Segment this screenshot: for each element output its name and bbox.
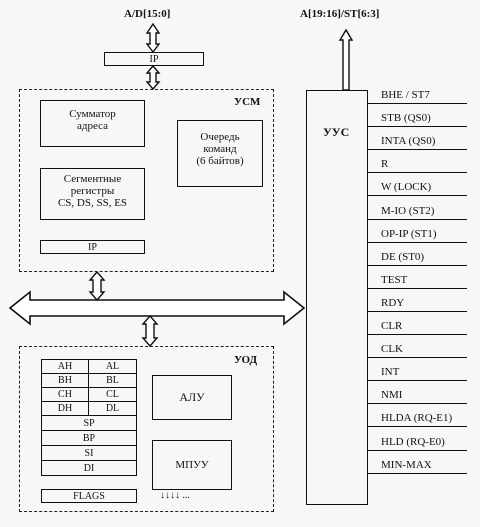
uod-title: УОД	[234, 354, 258, 366]
signal-label: HLDA (RQ-E1)	[381, 412, 453, 425]
signal-line	[367, 241, 467, 243]
queue-line3: (6 байтов)	[196, 155, 244, 167]
mpuu: МПУУ	[152, 440, 232, 490]
signal-line	[367, 380, 467, 382]
signal-line	[367, 264, 467, 266]
signal-line	[367, 472, 467, 474]
signal-label: CLK	[381, 343, 403, 356]
reg-bl: BL	[88, 373, 137, 388]
signal-label: W (LOCK)	[381, 181, 432, 194]
signal-label: NMI	[381, 389, 403, 402]
instruction-queue: Очередь команд (6 байтов)	[177, 120, 263, 187]
usm-block	[19, 89, 274, 272]
internal-bus-arrow	[8, 290, 306, 326]
bus-uod-arrow	[141, 314, 159, 348]
queue-line2: команд	[203, 143, 237, 155]
reg-dh: DH	[41, 401, 89, 416]
signal-label: CLR	[381, 320, 403, 332]
signal-line	[367, 310, 467, 312]
alu: АЛУ	[152, 375, 232, 420]
seg-line1: Сегментные	[63, 173, 122, 185]
signal-label: INT	[381, 366, 400, 379]
address-adder: Сумматор адреса	[40, 100, 145, 147]
signal-line	[367, 126, 467, 128]
ip-register-label: IP	[88, 241, 97, 253]
ip-buffer: IP	[104, 52, 204, 66]
signal-line	[367, 195, 467, 197]
uus-title: УУС	[323, 125, 350, 139]
signal-label: RDY	[381, 296, 405, 309]
seg-line2: регистры	[70, 185, 115, 197]
uod-block	[19, 346, 274, 512]
signal-line	[367, 426, 467, 428]
reg-al: AL	[88, 359, 137, 374]
segment-registers: Сегментные регистры CS, DS, SS, ES	[40, 168, 145, 220]
reg-ah: AH	[41, 359, 89, 374]
signal-line	[367, 449, 467, 451]
adder-line1: Сумматор	[69, 108, 116, 120]
signal-label: MIN-MAX	[381, 458, 432, 471]
reg-si: SI	[41, 445, 137, 461]
ad-bus-arrow	[145, 22, 161, 54]
signal-label: INTA (QS0)	[381, 135, 436, 148]
queue-line1: Очередь	[200, 131, 240, 143]
reg-bh: BH	[41, 373, 89, 388]
signal-label: OP-IP (ST1)	[381, 227, 437, 240]
signal-line	[367, 357, 467, 359]
signal-label: R	[381, 158, 389, 171]
addr-status-bus-label: A[19:16]/ST[6:3]	[300, 8, 380, 20]
reg-dl: DL	[88, 401, 137, 416]
reg-sp: SP	[41, 415, 137, 431]
addr-bus-arrow	[338, 28, 354, 91]
seg-line3: CS, DS, SS, ES	[57, 197, 128, 209]
signal-line	[367, 287, 467, 289]
mpuu-outputs: ↓↓↓↓ ...	[160, 490, 190, 501]
ip-usm-arrow	[145, 64, 161, 91]
mpuu-label: МПУУ	[175, 459, 209, 471]
signal-label: TEST	[381, 273, 408, 286]
signal-label: STB (QS0)	[381, 112, 431, 125]
usm-title: УСМ	[234, 96, 261, 108]
adder-line2: адреса	[76, 120, 109, 132]
usm-bus-arrow	[88, 270, 106, 302]
flags-label: FLAGS	[73, 490, 105, 502]
signal-line	[367, 149, 467, 151]
signal-label: BHE / ST7	[381, 89, 430, 101]
flags-register: FLAGS	[41, 489, 137, 503]
reg-bp: BP	[41, 430, 137, 446]
reg-di: DI	[41, 460, 137, 476]
signal-line	[367, 218, 467, 220]
register-file: AH AL BH BL CH CL DH DL SP BP SI DI	[41, 359, 137, 477]
signal-line	[367, 403, 467, 405]
alu-label: АЛУ	[179, 390, 205, 404]
reg-ch: CH	[41, 387, 89, 402]
signal-line	[367, 103, 467, 104]
ip-buffer-label: IP	[149, 53, 159, 65]
signal-label: M-IO (ST2)	[381, 204, 435, 217]
signal-line	[367, 172, 467, 174]
ad-bus-label: A/D[15:0]	[124, 8, 171, 20]
reg-cl: CL	[88, 387, 137, 402]
uus-block	[306, 90, 368, 505]
signal-label: HLD (RQ-E0)	[381, 435, 445, 448]
signal-label: DE (ST0)	[381, 250, 425, 263]
ip-register: IP	[40, 240, 145, 254]
signal-line	[367, 334, 467, 335]
